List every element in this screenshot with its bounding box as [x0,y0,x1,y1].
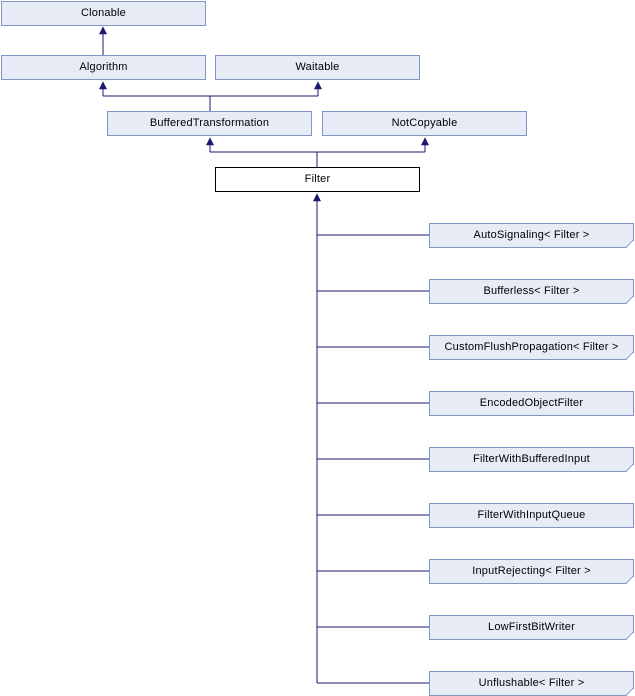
class-node-filterwithinputqueue[interactable]: FilterWithInputQueue [429,503,634,528]
inheritance-arrowhead-waitable [314,81,322,90]
class-node-algorithm[interactable]: Algorithm [1,55,206,80]
class-node-bufferless[interactable]: Bufferless< Filter > [429,279,634,304]
class-node-label: NotCopyable [391,117,458,129]
class-node-label: Algorithm [79,61,128,73]
class-node-clonable[interactable]: Clonable [1,1,206,26]
inheritance-arrowhead-bufferedtransformation [206,137,214,146]
inheritance-arrowhead-notcopyable [421,137,429,146]
class-node-filter[interactable]: Filter [215,167,420,192]
class-node-filterwithbufferedinput[interactable]: FilterWithBufferedInput [429,447,634,472]
class-node-autosignaling[interactable]: AutoSignaling< Filter > [429,223,634,248]
class-node-label: Bufferless< Filter > [483,285,580,297]
class-node-waitable[interactable]: Waitable [215,55,420,80]
class-node-unflushable[interactable]: Unflushable< Filter > [429,671,634,696]
class-node-label: BufferedTransformation [149,117,270,129]
class-node-label: Clonable [80,7,127,19]
class-node-label: Filter [304,173,331,185]
inheritance-arrowhead-filter [313,193,321,202]
class-node-label: FilterWithInputQueue [477,509,586,521]
class-node-notcopyable[interactable]: NotCopyable [322,111,527,136]
class-node-label: FilterWithBufferedInput [473,453,590,465]
class-node-encodedobjectfilter[interactable]: EncodedObjectFilter [429,391,634,416]
class-node-lowfirstbitwriter[interactable]: LowFirstBitWriter [429,615,634,640]
class-node-customflushpropagation[interactable]: CustomFlushPropagation< Filter > [429,335,634,360]
class-node-label: Unflushable< Filter > [478,677,585,689]
class-node-label: LowFirstBitWriter [488,621,575,633]
inheritance-arrowhead-algorithm [99,81,107,90]
class-node-bufferedtransformation[interactable]: BufferedTransformation [107,111,312,136]
class-node-label: CustomFlushPropagation< Filter > [444,341,619,353]
class-node-label: EncodedObjectFilter [479,397,584,409]
class-node-inputrejecting[interactable]: InputRejecting< Filter > [429,559,634,584]
class-node-label: Waitable [295,61,340,73]
class-node-label: InputRejecting< Filter > [472,565,591,577]
inheritance-arrowhead-clonable [99,26,107,35]
class-node-label: AutoSignaling< Filter > [473,229,590,241]
